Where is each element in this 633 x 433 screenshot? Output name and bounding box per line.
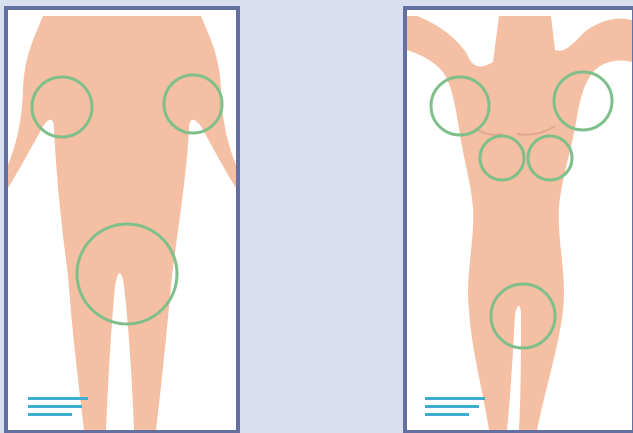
front-view-figure xyxy=(407,10,632,430)
legend-lines xyxy=(425,397,485,416)
panel-back-view xyxy=(4,6,240,433)
panel-front-view xyxy=(403,6,633,433)
legend-lines xyxy=(28,397,88,416)
back-view-figure xyxy=(8,10,236,430)
